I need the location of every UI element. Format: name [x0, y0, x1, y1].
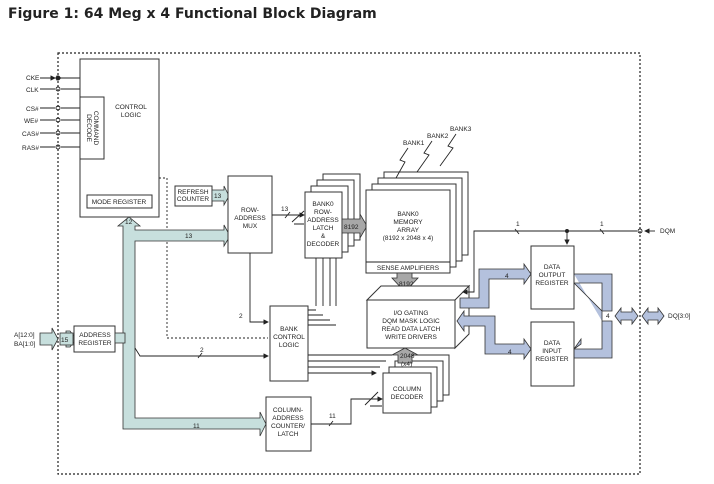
svg-text:BANK3: BANK3: [450, 126, 472, 133]
sense-amplifiers-label: SENSE AMPLIFIERS: [377, 265, 440, 272]
read-data-bus: [459, 262, 532, 309]
svg-text:15: 15: [61, 337, 69, 344]
mode-register-block: [86, 194, 153, 209]
column-address-counter-block: [265, 396, 312, 452]
svg-text:A[12:0]: A[12:0]: [14, 332, 35, 339]
command-decode-block: [79, 96, 105, 160]
clk-label: CLK: [26, 87, 39, 94]
svg-text:4: 4: [508, 349, 512, 356]
data-output-register-block: [530, 245, 575, 310]
svg-text:COMMANDDECODE: COMMANDDECODE: [85, 111, 99, 146]
cs-label: CS#: [26, 106, 39, 113]
svg-text:2048: 2048: [400, 353, 415, 360]
figure-title: Figure 1: 64 Meg x 4 Functional Block Di…: [8, 6, 377, 22]
svg-text:13: 13: [214, 193, 222, 200]
svg-text:13: 13: [185, 233, 193, 240]
svg-text:BA[1:0]: BA[1:0]: [14, 341, 36, 348]
we-label: WE#: [24, 118, 38, 125]
svg-text:(x4): (x4): [401, 361, 412, 368]
svg-text:8192: 8192: [399, 281, 414, 288]
ras-label: RAS#: [22, 145, 39, 152]
mode-register-label: MODE REGISTER: [92, 199, 147, 206]
data-input-register-block: [530, 321, 575, 387]
dq-bus: [573, 273, 613, 359]
column-decoder-stack: [382, 354, 450, 414]
svg-text:4: 4: [505, 273, 509, 280]
svg-text:11: 11: [329, 413, 336, 420]
svg-text:1: 1: [516, 221, 520, 228]
address-register-block: [73, 325, 116, 353]
write-data-bus: [456, 309, 532, 361]
memory-array-stack: [365, 171, 469, 274]
row-address-mux-block: [227, 175, 273, 254]
svg-text:8192: 8192: [344, 224, 359, 231]
svg-text:DQ[3:0]: DQ[3:0]: [668, 313, 691, 320]
cke-label: CKE: [26, 75, 40, 82]
address-bus: [116, 216, 267, 437]
svg-text:2: 2: [200, 347, 204, 354]
svg-text:12: 12: [125, 219, 133, 226]
cas-label: CAS#: [22, 131, 39, 138]
svg-text:1: 1: [600, 221, 604, 228]
svg-text:13: 13: [281, 206, 289, 213]
svg-text:DQM: DQM: [660, 228, 675, 235]
svg-text:2: 2: [239, 313, 243, 320]
svg-text:BANK2: BANK2: [427, 133, 449, 140]
svg-text:11: 11: [193, 423, 200, 430]
svg-text:4: 4: [606, 313, 610, 320]
bank-control-logic-block: [269, 305, 309, 382]
control-inputs: CKE CLK CS# WE# CAS# RAS#: [22, 75, 80, 152]
svg-text:BANK1: BANK1: [403, 140, 425, 147]
chip-boundary: [57, 52, 641, 475]
io-gating-block: [366, 299, 456, 349]
